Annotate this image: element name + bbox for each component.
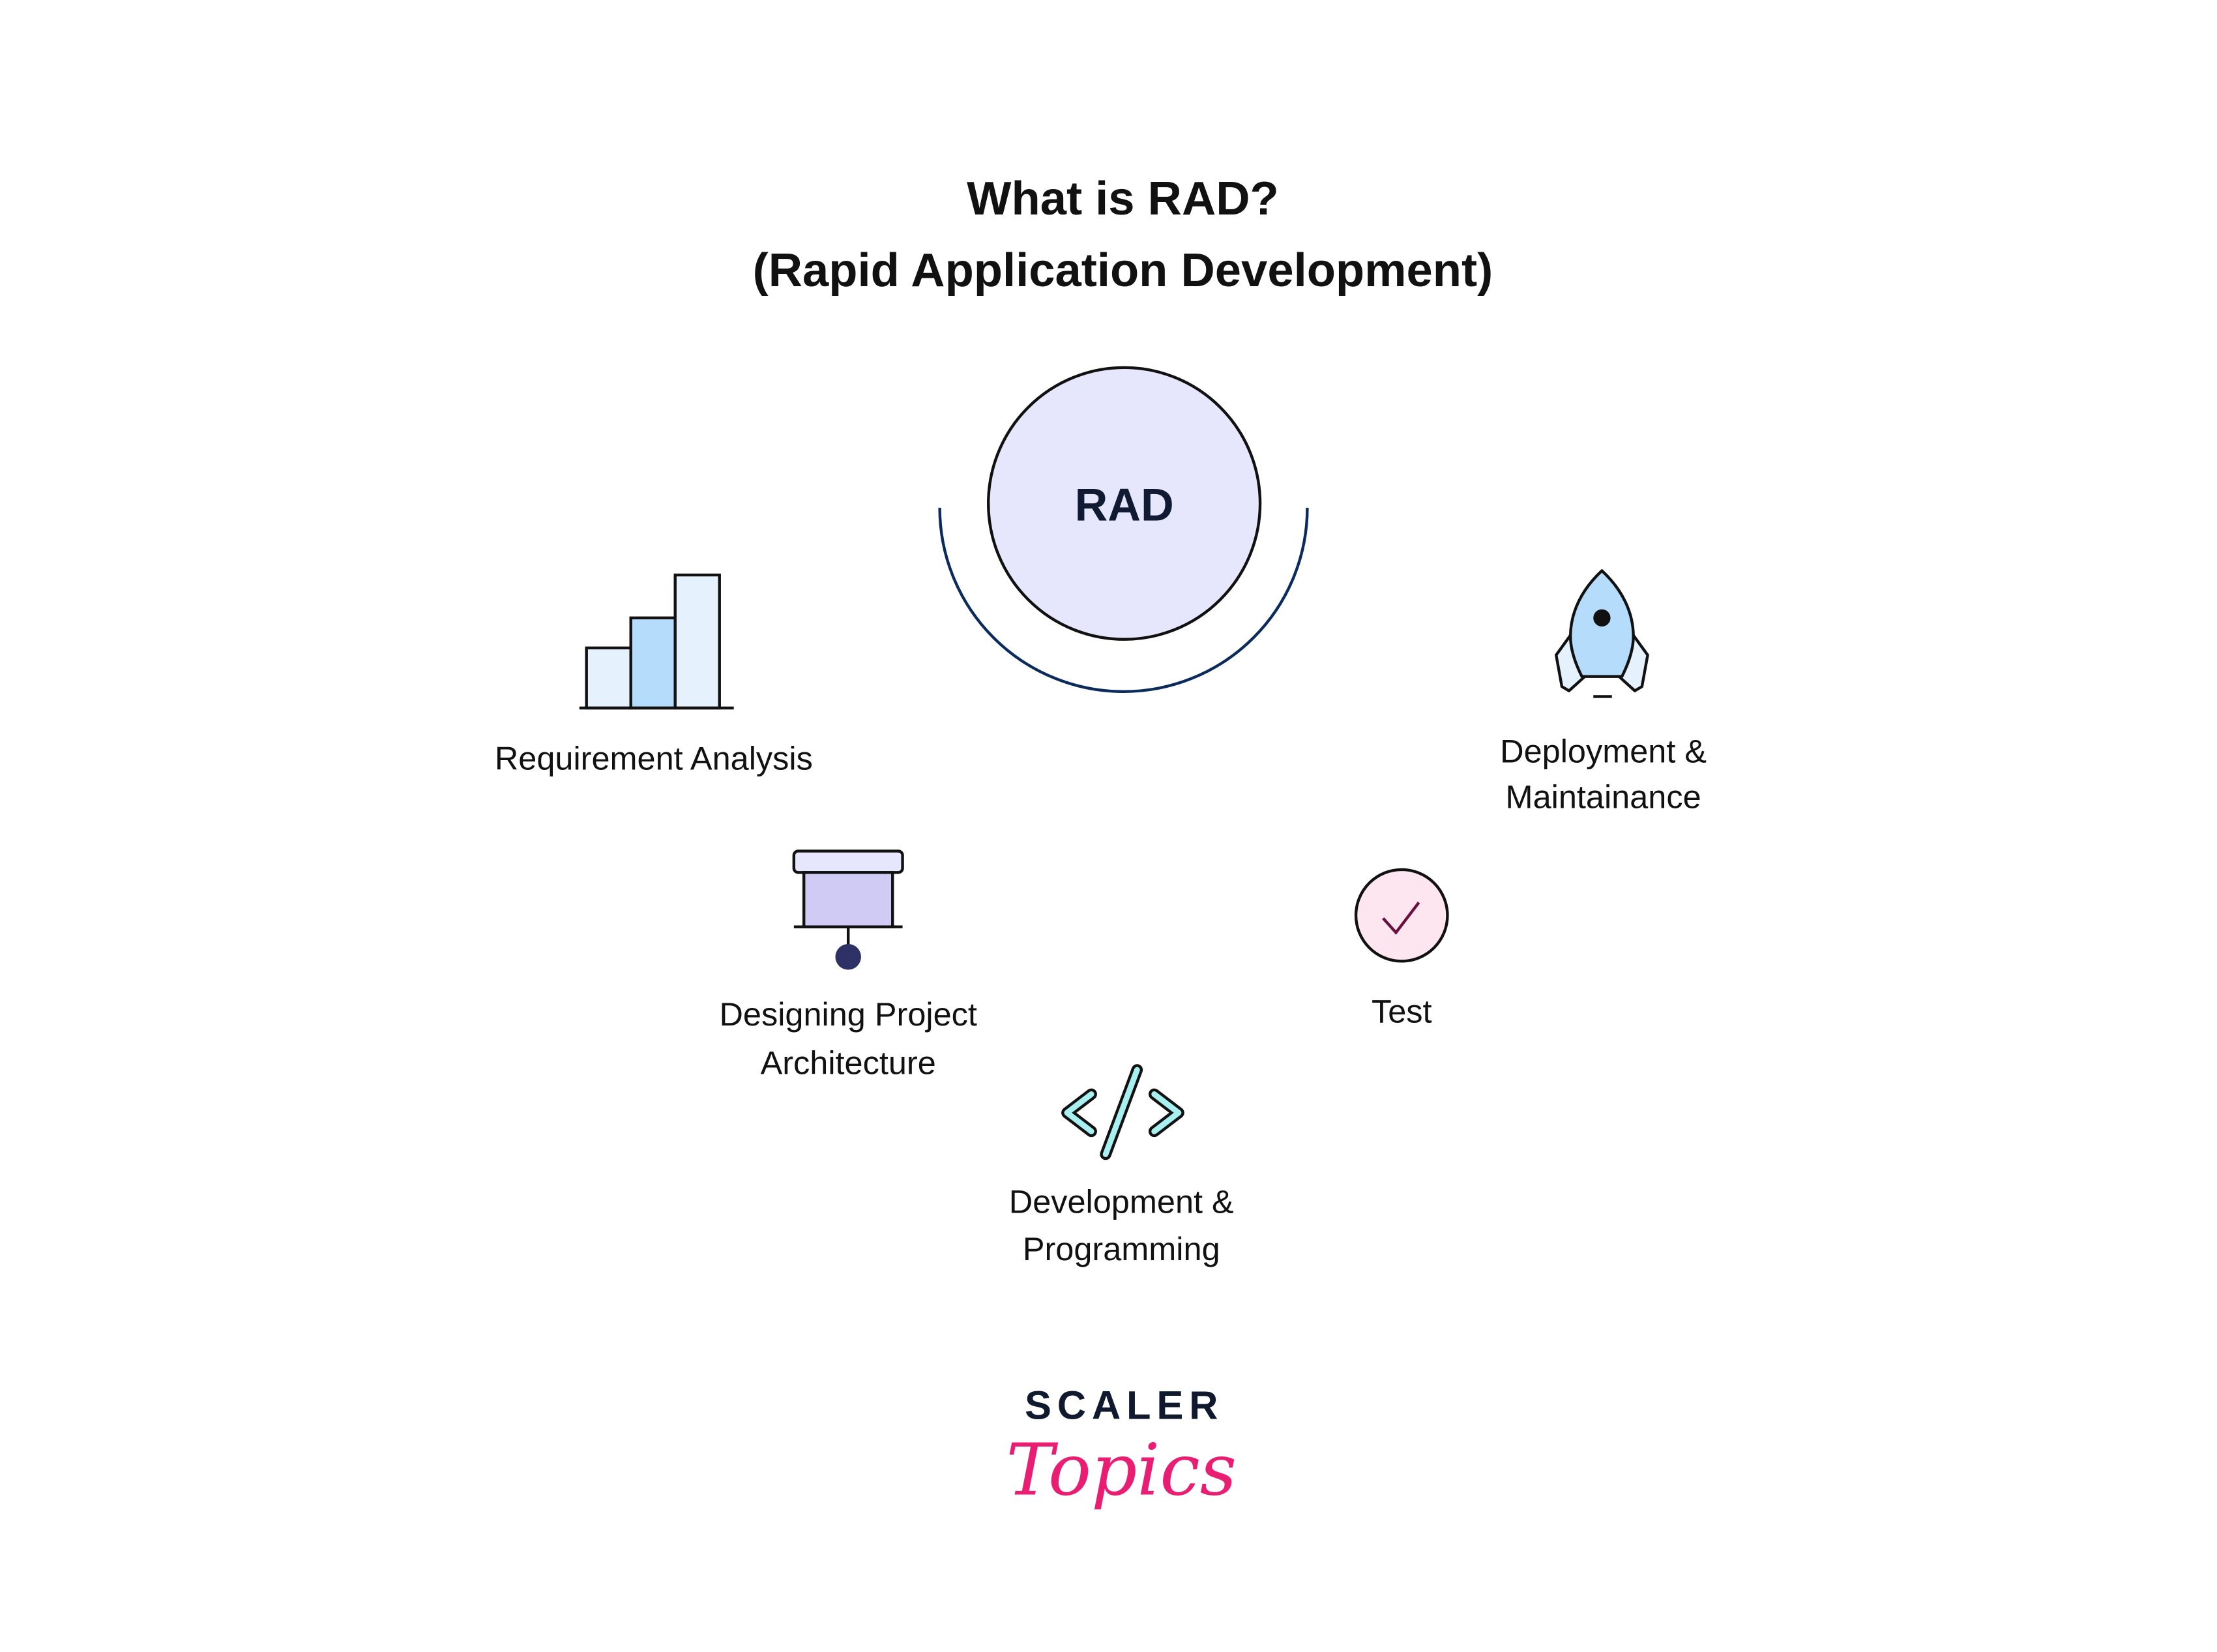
scaler-topics-logo: SCALER Topics — [1006, 1383, 1237, 1511]
cycle-arc — [938, 507, 1309, 693]
rad-circle — [987, 366, 1262, 641]
stage-label-deployment-line-2: Maintainance — [1506, 778, 1701, 816]
stage-label-designing-line-2: Architecture — [761, 1044, 936, 1082]
bar-chart-icon — [579, 573, 734, 710]
check-circle-icon — [1354, 868, 1449, 963]
stage-label-development-line-1: Development & — [1009, 1183, 1234, 1220]
logo-topics-text: Topics — [1006, 1428, 1237, 1512]
title-line-2: (Rapid Application Development) — [753, 244, 1493, 297]
logo-scaler-text: SCALER — [1025, 1383, 1224, 1428]
title-line-1: What is RAD? — [967, 172, 1279, 225]
stage-label-requirement-analysis: Requirement Analysis — [495, 739, 813, 776]
stage-label-designing-line-1: Designing Project — [719, 996, 976, 1033]
rocket-icon — [1555, 569, 1649, 698]
stage-label-development-line-2: Programming — [1023, 1230, 1220, 1267]
stage-label-deployment-line-1: Deployment & — [1500, 732, 1707, 769]
presentation-board-icon — [792, 849, 904, 970]
stage-label-test: Test — [1372, 993, 1432, 1030]
code-icon — [1061, 1064, 1184, 1160]
rad-label: RAD — [1075, 479, 1174, 531]
